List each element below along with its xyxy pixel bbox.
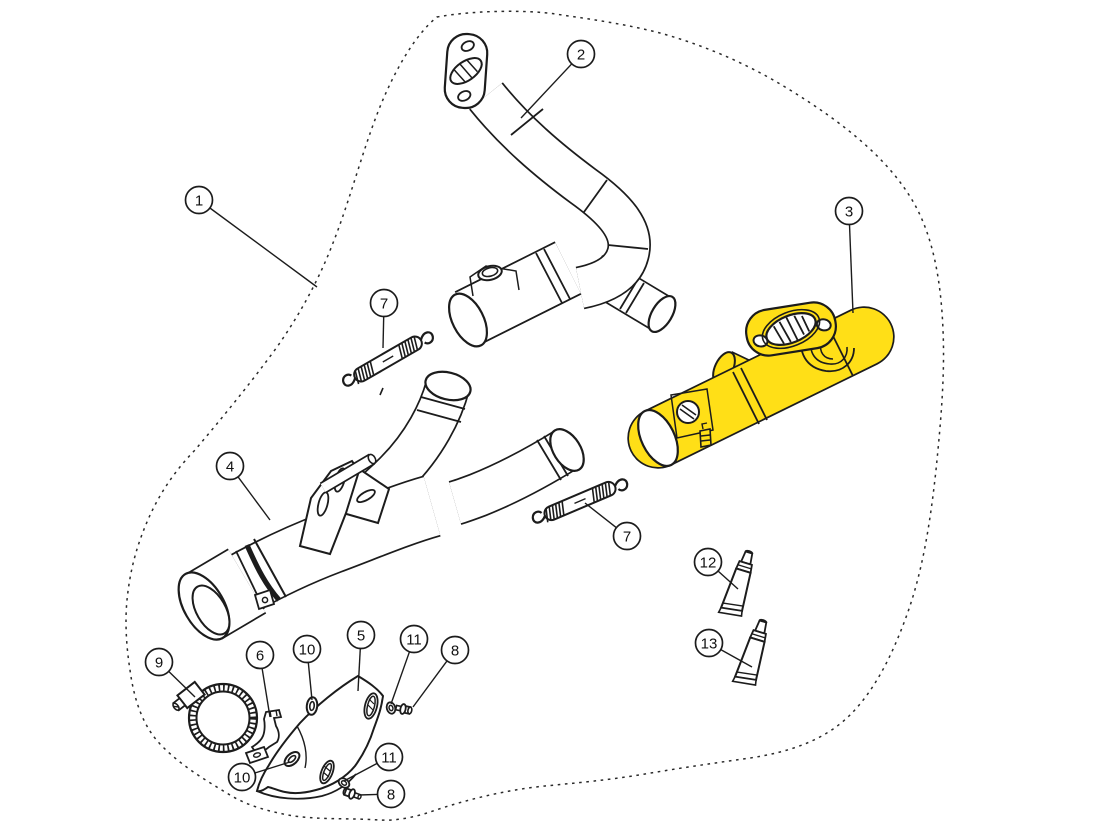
leader-line: [720, 648, 753, 668]
bolt-lower: [342, 787, 362, 800]
mounting-bracket: [244, 708, 283, 765]
callout-11-washer-lower: 11: [343, 742, 404, 782]
leader-line: [412, 660, 448, 708]
callout-circle: [374, 742, 404, 772]
callout-2-header-pipe: 2: [520, 39, 596, 119]
callout-number: 11: [381, 749, 397, 766]
link-pipe-flange: [745, 301, 837, 357]
leader-line: [237, 476, 271, 521]
header-flange: [443, 32, 489, 110]
spring-clip: [699, 422, 712, 448]
callout-circle: [399, 624, 429, 654]
callout-circle: [346, 620, 376, 650]
callout-8-bolt-lower: 8: [358, 779, 406, 809]
callout-circle: [369, 288, 399, 318]
callout-number: 12: [700, 554, 717, 571]
shield-slot-upper: [363, 692, 379, 720]
band-tab: [253, 588, 276, 611]
sensor-port: [477, 264, 503, 282]
callout-number: 2: [577, 46, 585, 63]
leader-line: [209, 207, 318, 288]
leader-line: [307, 662, 313, 701]
callout-number: 10: [299, 641, 316, 658]
grommet-upper: [305, 696, 319, 716]
leader-line: [168, 670, 196, 698]
callout-4-collector-pipe: 4: [215, 451, 271, 521]
sealant-tube-12: [717, 549, 754, 618]
callout-12-sealant-tube-12: 12: [693, 547, 739, 590]
leader-line: [717, 570, 739, 590]
callout-circle: [292, 634, 322, 664]
callout-3-link-pipe-highlighted: 3: [834, 196, 864, 314]
callout-1-system-outline: 1: [184, 185, 318, 288]
spring-upper: [342, 331, 434, 387]
callout-8-bolt-upper: 8: [412, 635, 470, 708]
callout-number: 11: [406, 631, 422, 648]
callout-5-heat-shield: 5: [346, 620, 376, 692]
callout-13-sealant-tube-13: 13: [694, 628, 753, 668]
collector-pipe: [177, 370, 585, 641]
callout-11-washer-upper: 11: [390, 624, 429, 705]
leader-line: [357, 648, 361, 692]
callout-9-worm-clamp: 9: [144, 647, 196, 698]
callout-circle: [227, 762, 257, 792]
system-outline: [125, 10, 945, 821]
callout-10-grommet-lower: 10: [227, 761, 291, 792]
sensor-boss: [676, 400, 700, 424]
header-pipe: [443, 32, 677, 348]
callout-7-spring-lower: 7: [584, 502, 642, 551]
callout-number: 13: [701, 635, 718, 652]
leader-line: [520, 63, 573, 119]
callout-number: 3: [845, 203, 853, 220]
leader-line: [358, 793, 378, 796]
worm-clamp: [171, 680, 259, 754]
callout-circle: [834, 196, 864, 226]
bolt-upper: [394, 703, 413, 715]
spring-lower: [531, 478, 629, 524]
callout-7-spring-upper: 7: [369, 288, 399, 349]
link-pipe-highlighted: [627, 301, 895, 469]
callout-number: 10: [234, 769, 251, 786]
callout-circle: [694, 628, 724, 658]
callout-circle: [376, 779, 406, 809]
shield-slot-lower: [319, 759, 335, 785]
callout-circle: [184, 185, 214, 215]
callout-circle: [215, 451, 245, 481]
callout-circle: [612, 521, 642, 551]
callout-circle: [245, 640, 275, 670]
washer-upper: [385, 701, 397, 715]
leader-line: [254, 761, 291, 774]
leader-line: [382, 316, 385, 349]
callout-number: 5: [357, 627, 365, 644]
port-panel: [469, 265, 520, 297]
callout-number: 4: [226, 458, 234, 475]
callout-number: 7: [623, 528, 631, 545]
callout-number: 8: [451, 642, 459, 659]
callout-number: 7: [380, 295, 388, 312]
leader-line: [343, 762, 378, 782]
callout-number: 8: [387, 786, 395, 803]
callout-circle: [566, 39, 596, 69]
callout-number: 9: [155, 654, 163, 671]
sealant-tube-13: [731, 618, 768, 687]
callout-number: 6: [256, 647, 264, 664]
callout-6-mounting-bracket: 6: [245, 640, 275, 718]
leader-line: [390, 651, 411, 705]
callout-number: 1: [195, 192, 203, 209]
callout-circle: [144, 647, 174, 677]
leader-line: [848, 224, 854, 314]
leader-line: [584, 502, 617, 529]
leader-line: [261, 668, 271, 718]
callout-circle: [440, 635, 470, 665]
boss-panel: [670, 388, 714, 439]
callout-circle: [693, 547, 723, 577]
callout-10-grommet-upper: 10: [292, 634, 322, 701]
